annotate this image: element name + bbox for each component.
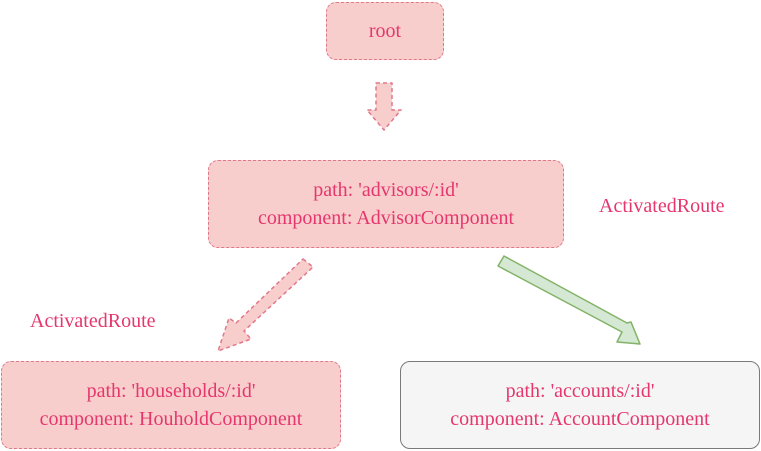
arrow-advisor-to-account	[497, 255, 641, 345]
advisor-route-node: path: 'advisors/:id' component: AdvisorC…	[208, 160, 564, 248]
root-node-label: root	[368, 20, 402, 42]
account-route-path: path: 'accounts/:id'	[505, 380, 655, 402]
advisor-route-path: path: 'advisors/:id'	[313, 179, 459, 201]
account-route-component: component: AccountComponent	[450, 408, 710, 430]
account-route-node: path: 'accounts/:id' component: AccountC…	[400, 361, 760, 449]
arrow-root-to-advisor	[366, 82, 402, 131]
household-route-component: component: HouholdComponent	[39, 408, 303, 430]
household-route-path: path: 'households/:id'	[86, 380, 256, 402]
household-route-node: path: 'households/:id' component: Houhol…	[1, 361, 341, 449]
activated-route-label-left: ActivatedRoute	[30, 310, 156, 332]
arrow-advisor-to-household	[217, 258, 314, 352]
advisor-route-component: component: AdvisorComponent	[257, 207, 515, 229]
root-node: root	[326, 2, 444, 60]
activated-route-label-right: ActivatedRoute	[599, 195, 725, 217]
